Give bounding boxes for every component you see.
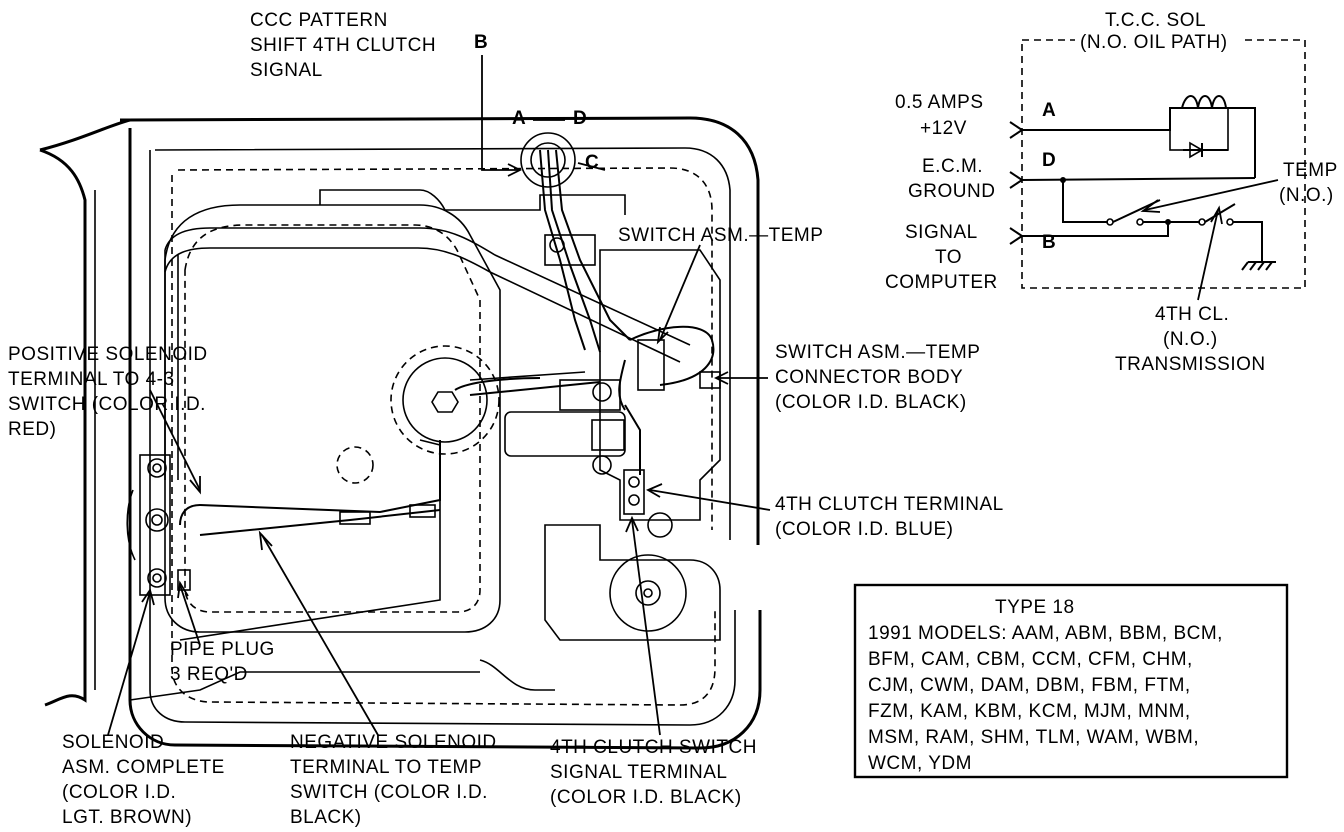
leader-lines (107, 55, 771, 736)
type-box (853, 583, 1289, 779)
switch-temp-connector-line-2: CONNECTOR BODY (775, 367, 963, 388)
fourth-clutch-switch-line-1: 4TH CLUTCH SWITCH (550, 737, 757, 758)
fourth-clutch-terminal-line-1: 4TH CLUTCH TERMINAL (775, 494, 1004, 515)
schematic-terminal-b: B (1042, 232, 1056, 253)
schematic-signal-line-1: SIGNAL (905, 222, 978, 243)
valve-body (179, 234, 687, 641)
schematic-4thcl-line-3: TRANSMISSION (1115, 354, 1266, 375)
transmission-pan (39, 116, 762, 750)
schematic-title-line-1: T.C.C. SOL (1105, 10, 1206, 31)
negative-solenoid-line-1: NEGATIVE SOLENOID (290, 732, 497, 753)
type-box-line-6: WCM, YDM (868, 753, 972, 774)
schematic-4thcl-line-1: 4TH CL. (1155, 304, 1229, 325)
negative-solenoid-line-3: SWITCH (COLOR I.D. (290, 782, 488, 803)
switch-temp-connector-line-3: (COLOR I.D. BLACK) (775, 392, 967, 413)
negative-solenoid-line-2: TERMINAL TO TEMP (290, 757, 482, 778)
positive-solenoid-line-4: RED) (8, 419, 56, 440)
schematic-terminal-a: A (1042, 100, 1056, 121)
schematic-signal-line-3: COMPUTER (885, 272, 998, 293)
fourth-clutch-switch-line-2: SIGNAL TERMINAL (550, 762, 728, 783)
transfer-tube (164, 227, 691, 480)
type-box-line-0: TYPE 18 (995, 597, 1075, 618)
schematic-signal-line-2: TO (935, 247, 962, 268)
type-box-line-4: FZM, KAM, KBM, KCM, MJM, MNM, (868, 701, 1191, 722)
fourth-clutch-switch-line-3: (COLOR I.D. BLACK) (550, 787, 742, 808)
schematic-title-line-2: (N.O. OIL PATH) (1080, 32, 1228, 53)
solenoid-asm-line-2: ASM. COMPLETE (62, 757, 225, 778)
type-box-line-3: CJM, CWM, DAM, DBM, FBM, FTM, (868, 675, 1191, 696)
tcc-schematic (1009, 39, 1306, 301)
wiring-harness (179, 132, 721, 536)
point-c-label: C (585, 152, 599, 173)
schematic-ecm-line-2: GROUND (908, 181, 995, 202)
schematic-4thcl-line-2: (N.O.) (1163, 329, 1218, 350)
pipe-plug-line-2: 3 REQ'D (170, 664, 248, 685)
schematic-amps-line-2: +12V (920, 118, 967, 139)
solenoid-asm-line-3: (COLOR I.D. (62, 782, 176, 803)
solenoid-asm-line-4: LGT. BROWN) (62, 807, 192, 828)
switch-temp-connector-line-1: SWITCH ASM.—TEMP (775, 342, 980, 363)
ccc-pattern-line-3: SIGNAL (250, 60, 323, 81)
positive-solenoid-line-2: TERMINAL TO 4-3 (8, 369, 175, 390)
schematic-temp-line-2: (N.O.) (1279, 185, 1334, 206)
fourth-clutch-terminal-line-2: (COLOR I.D. BLUE) (775, 519, 953, 540)
type-box-line-2: BFM, CAM, CBM, CCM, CFM, CHM, (868, 649, 1193, 670)
schematic-ecm-line-1: E.C.M. (922, 156, 983, 177)
schematic-amps-line-1: 0.5 AMPS (895, 92, 984, 113)
negative-solenoid-line-4: BLACK) (290, 807, 362, 828)
ccc-pattern-line-2: SHIFT 4TH CLUTCH (250, 35, 436, 56)
switch-temp-label: SWITCH ASM.—TEMP (618, 225, 823, 246)
point-d-label: D (573, 108, 587, 129)
point-a-label: A (512, 108, 526, 129)
solenoid-asm-line-1: SOLENOID (62, 732, 164, 753)
ccc-pattern-line-1: CCC PATTERN (250, 10, 388, 31)
solenoid-assembly (126, 454, 191, 596)
schematic-temp-line-1: TEMP (1283, 160, 1338, 181)
type-box-line-1: 1991 MODELS: AAM, ABM, BBM, BCM, (868, 623, 1223, 644)
positive-solenoid-line-3: SWITCH (COLOR I.D. (8, 394, 206, 415)
schematic-terminal-d: D (1042, 150, 1056, 171)
pipe-plug-line-1: PIPE PLUG (170, 639, 275, 660)
point-b-label: B (474, 32, 488, 53)
type-box-line-5: MSM, RAM, SHM, TLM, WAM, WBM, (868, 727, 1199, 748)
positive-solenoid-line-1: POSITIVE SOLENOID (8, 344, 208, 365)
